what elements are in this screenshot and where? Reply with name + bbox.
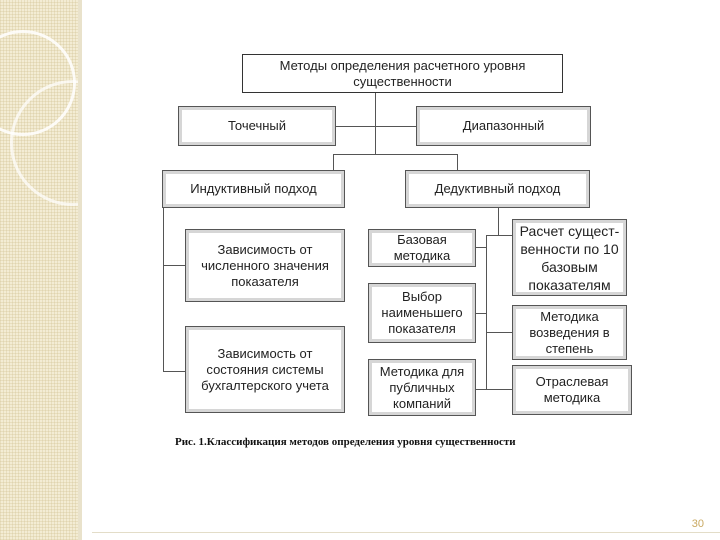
- root-node: Методы определения расчетного уровня сущ…: [242, 54, 563, 93]
- range-method-label: Диапазонный: [463, 118, 544, 134]
- connector-line: [163, 207, 164, 372]
- method-public-companies-node: Методика для публичных компаний: [368, 359, 476, 416]
- method-public-companies-label: Методика для публичных компаний: [369, 364, 475, 412]
- method-basic-label: Базовая методика: [369, 232, 475, 264]
- footer-divider: [92, 532, 720, 533]
- method-industry-label: Отраслевая методика: [513, 374, 631, 406]
- method-industry-node: Отраслевая методика: [512, 365, 632, 415]
- method-basic-node: Базовая методика: [368, 229, 476, 267]
- connector-line: [457, 154, 458, 170]
- method-ten-indicators-node: Расчет сущест-венности по 10 базовым пок…: [512, 219, 627, 296]
- deductive-approach-label: Дедуктивный подход: [435, 181, 561, 197]
- point-method-node: Точечный: [178, 106, 336, 146]
- figure-caption: Рис. 1.Классификация методов определения…: [175, 436, 675, 448]
- connector-line: [333, 154, 458, 155]
- connector-line: [163, 371, 185, 372]
- method-numeric-value-node: Зависимость от численного значения показ…: [185, 229, 345, 302]
- connector-line: [476, 313, 487, 314]
- connector-line: [375, 93, 376, 130]
- method-smallest-indicator-label: Выбор наименьшего показателя: [369, 289, 475, 337]
- decorative-side-strip: [0, 0, 78, 540]
- connector-line: [486, 332, 512, 333]
- point-method-label: Точечный: [228, 118, 286, 134]
- method-smallest-indicator-node: Выбор наименьшего показателя: [368, 283, 476, 343]
- method-accounting-system-node: Зависимость от состояния системы бухгалт…: [185, 326, 345, 413]
- connector-line: [476, 247, 487, 248]
- method-power-label: Методика возведения в степень: [513, 309, 626, 357]
- inductive-approach-node: Индуктивный подход: [162, 170, 345, 208]
- connector-line: [486, 235, 512, 236]
- connector-line: [336, 126, 416, 127]
- connector-line: [486, 389, 512, 390]
- deductive-approach-node: Дедуктивный подход: [405, 170, 590, 208]
- page-number: 30: [692, 518, 704, 530]
- connector-line: [333, 154, 334, 170]
- connector-line: [498, 207, 499, 235]
- method-ten-indicators-label: Расчет сущест-венности по 10 базовым пок…: [513, 222, 626, 294]
- method-numeric-value-label: Зависимость от численного значения показ…: [186, 242, 344, 290]
- method-power-node: Методика возведения в степень: [512, 305, 627, 360]
- connector-line: [375, 130, 376, 154]
- side-strip-edge: [78, 0, 82, 540]
- inductive-approach-label: Индуктивный подход: [190, 181, 316, 197]
- root-node-label: Методы определения расчетного уровня сущ…: [243, 58, 562, 90]
- range-method-node: Диапазонный: [416, 106, 591, 146]
- connector-line: [163, 265, 185, 266]
- method-accounting-system-label: Зависимость от состояния системы бухгалт…: [186, 346, 344, 394]
